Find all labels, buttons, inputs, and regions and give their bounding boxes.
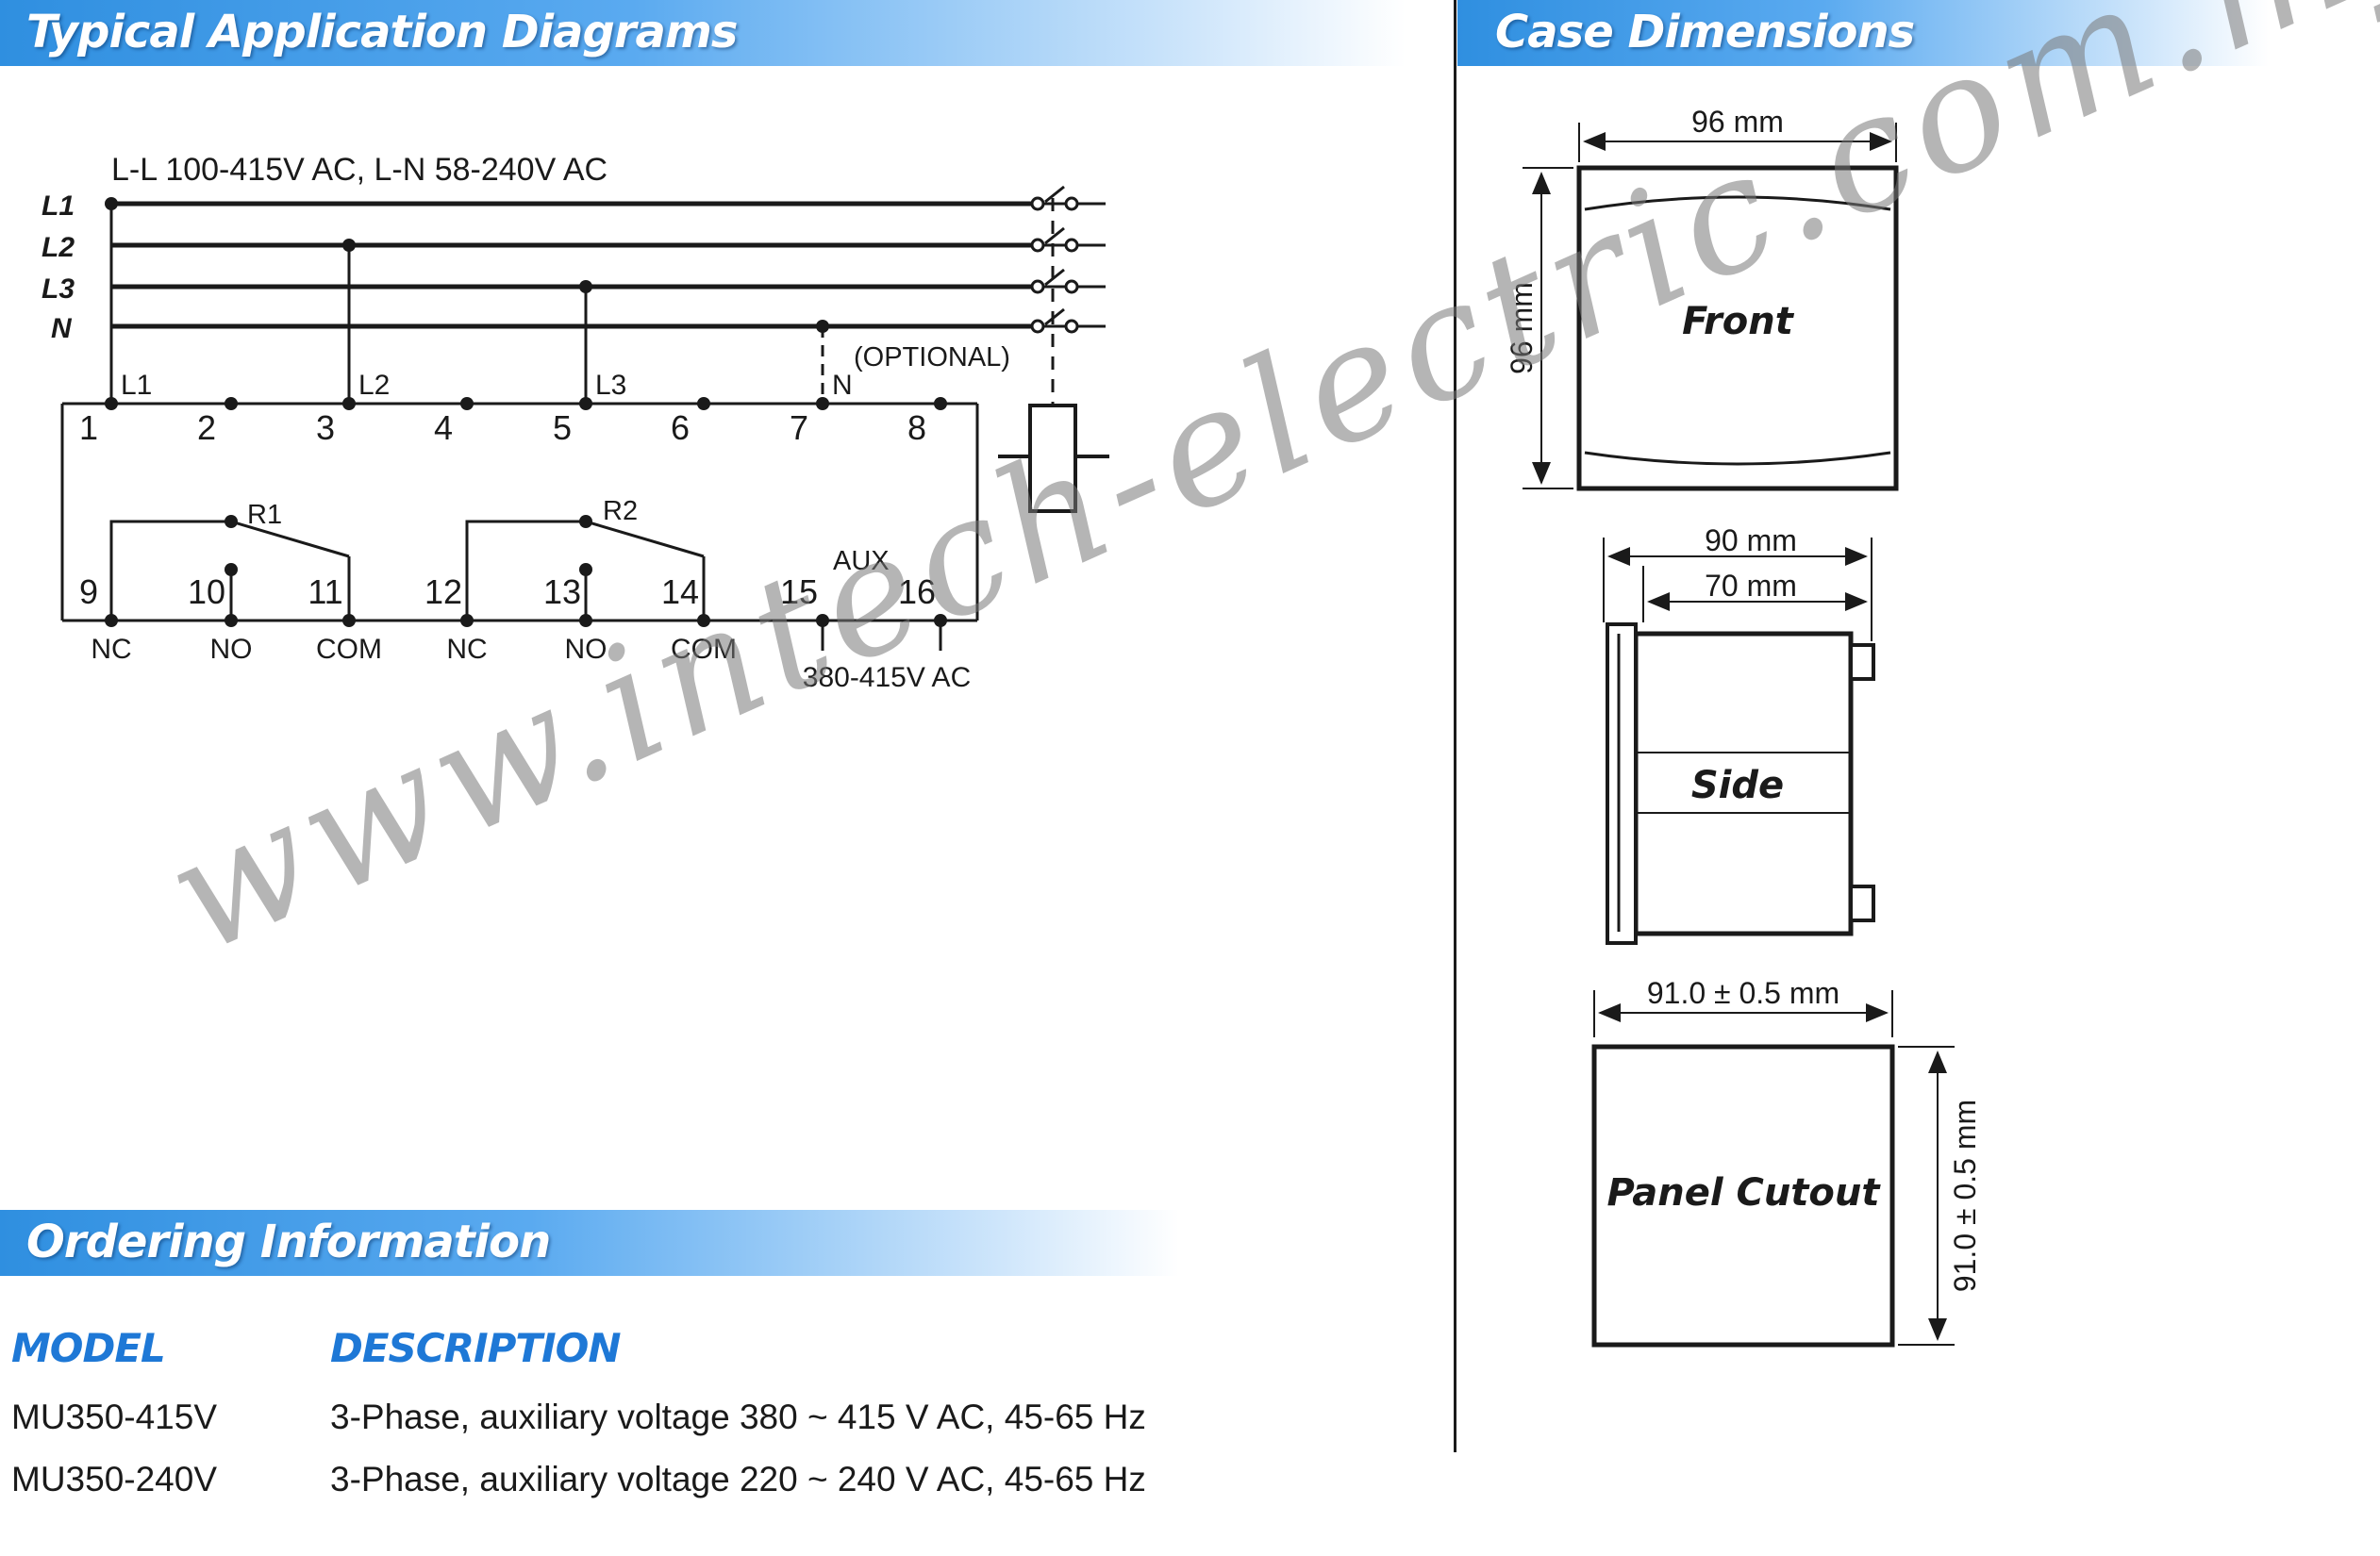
line-label-n: N xyxy=(51,313,73,344)
relay-label-r1: R1 xyxy=(247,500,282,530)
contact-label-no-1: NO xyxy=(210,634,253,665)
supply-voltage-label: L-L 100-415V AC, L-N 58-240V AC xyxy=(111,152,607,188)
terminal-6: 6 xyxy=(671,408,690,447)
contact-label-com-1: COM xyxy=(316,634,382,665)
terminal-10: 10 xyxy=(188,572,225,611)
section-title-case: Case Dimensions xyxy=(1495,6,1915,58)
line-label-l2: L2 xyxy=(42,232,75,263)
front-height-label: 96 mm xyxy=(1505,282,1539,374)
contact-label-nc-1: NC xyxy=(91,634,131,665)
panel-cutout-view: 91.0 ± 0.5 mm Panel Cutout 91.0 ± 0.5 mm xyxy=(1591,976,1982,1348)
order-row-2-description: 3-Phase, auxiliary voltage 220 ~ 240 V A… xyxy=(330,1460,1146,1498)
terminal-3: 3 xyxy=(316,408,335,447)
line-label-l1: L1 xyxy=(42,190,75,222)
tap-label-l1: L1 xyxy=(121,370,152,401)
terminal-16: 16 xyxy=(898,572,936,611)
contact-label-com-2: COM xyxy=(671,634,737,665)
front-view: Front 96 mm 96 mm xyxy=(1505,105,1899,491)
cutout-width-label: 91.0 ± 0.5 mm xyxy=(1647,976,1839,1010)
column-header-description: DESCRIPTION xyxy=(330,1325,622,1371)
side-total-depth-label: 90 mm xyxy=(1705,523,1797,557)
cutout-label: Panel Cutout xyxy=(1606,1171,1881,1215)
order-row-2-model: MU350-240V xyxy=(11,1460,218,1498)
terminal-8: 8 xyxy=(907,408,926,447)
contact-label-no-2: NO xyxy=(565,634,607,665)
tap-junctions xyxy=(105,197,829,333)
relay-contacts xyxy=(109,520,942,651)
terminal-5: 5 xyxy=(553,408,572,447)
terminal-4: 4 xyxy=(434,408,453,447)
tap-label-l2: L2 xyxy=(358,370,390,401)
bottom-terminal-dots xyxy=(105,614,947,627)
side-body-depth-text: 70 mm xyxy=(1705,569,1797,603)
terminal-2: 2 xyxy=(197,408,216,447)
relay-pivots xyxy=(225,515,592,576)
order-row-1-model: MU350-415V xyxy=(11,1398,218,1436)
side-label: Side xyxy=(1691,764,1784,807)
bus-taps xyxy=(109,204,824,404)
section-title-application: Typical Application Diagrams xyxy=(26,6,738,58)
column-divider xyxy=(1454,0,1456,1452)
cutout-height-label: 91.0 ± 0.5 mm xyxy=(1948,1100,1982,1292)
section-banner-ordering: Ordering Information xyxy=(0,1210,1179,1276)
terminal-1: 1 xyxy=(79,408,98,447)
top-terminal-dots xyxy=(105,397,947,410)
relay-label-r2: R2 xyxy=(603,496,638,526)
terminal-15: 15 xyxy=(780,572,818,611)
side-view: 90 mm 70 mm Side xyxy=(1603,523,1875,945)
terminal-7: 7 xyxy=(790,408,808,447)
aux-label: AUX xyxy=(833,546,890,576)
circuit-breaker xyxy=(1030,185,1106,334)
tap-label-l3: L3 xyxy=(595,370,626,401)
terminal-12: 12 xyxy=(424,572,462,611)
order-row-1-description: 3-Phase, auxiliary voltage 380 ~ 415 V A… xyxy=(330,1398,1146,1436)
column-header-model: MODEL xyxy=(11,1325,166,1371)
terminal-13: 13 xyxy=(543,572,581,611)
terminal-9: 9 xyxy=(79,572,98,611)
terminal-11: 11 xyxy=(308,572,342,611)
wiring-diagram: L-L 100-415V AC, L-N 58-240V AC L1 L2 L3… xyxy=(42,152,1109,693)
tap-label-n: N xyxy=(832,370,853,401)
terminal-14: 14 xyxy=(661,572,699,611)
front-width-label: 96 mm xyxy=(1691,105,1784,139)
front-label: Front xyxy=(1682,300,1795,343)
section-title-ordering: Ordering Information xyxy=(26,1216,551,1268)
optional-label: (OPTIONAL) xyxy=(854,342,1010,372)
line-label-l3: L3 xyxy=(42,273,75,305)
section-banner-application: Typical Application Diagrams xyxy=(0,0,1406,66)
aux-voltage-label: 380-415V AC xyxy=(803,662,971,693)
contact-label-nc-2: NC xyxy=(446,634,487,665)
trip-coil xyxy=(998,404,1109,513)
section-banner-case: Case Dimensions xyxy=(1457,0,2269,66)
bus-lines xyxy=(111,201,1038,329)
